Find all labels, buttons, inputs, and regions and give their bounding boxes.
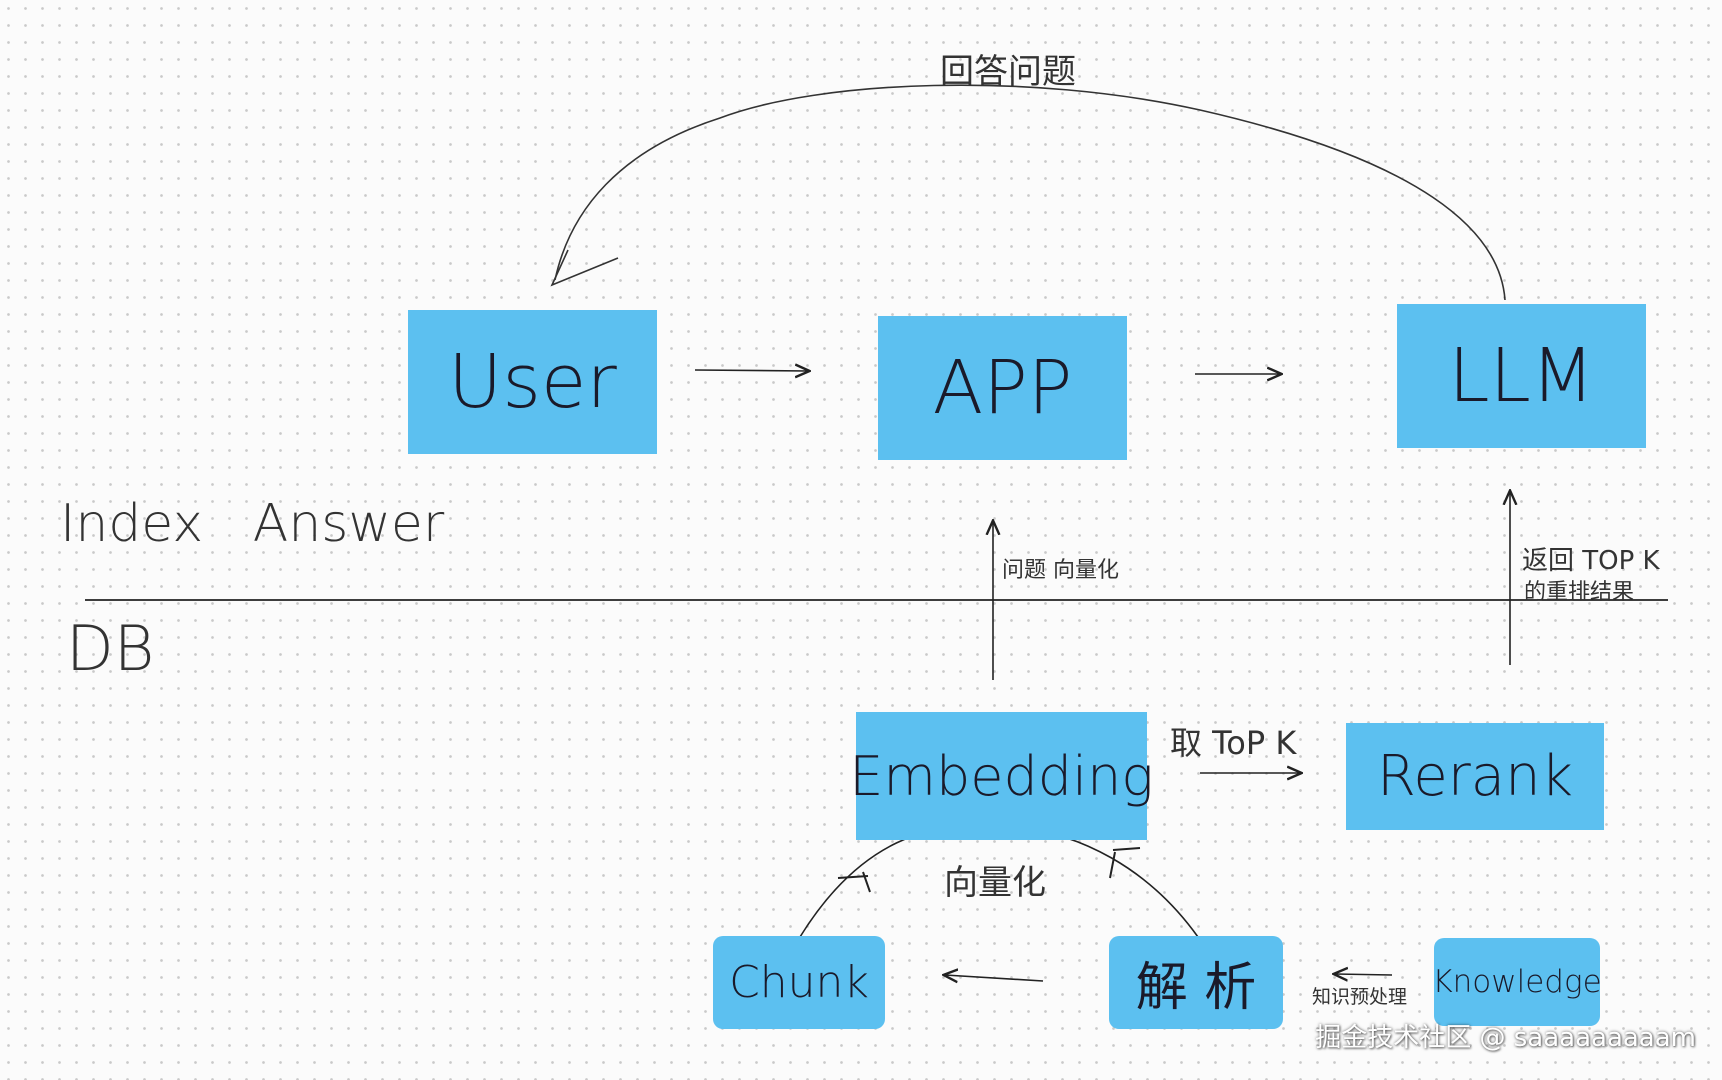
vectorize-tick-right <box>1109 847 1141 879</box>
return-topk-label-1: 返回 TOP K <box>1522 546 1660 576</box>
parse-box-label: 解 析 <box>1135 958 1257 1018</box>
answer-arc <box>554 84 1506 301</box>
take-topk-label: 取 ToP K <box>1170 724 1297 762</box>
arrow-knowledge-parse <box>1335 974 1393 975</box>
question-vectorize-label: 问题 向量化 <box>1002 558 1119 583</box>
chunk-box-label: Chunk <box>729 957 869 1008</box>
llm-box-label: LLM <box>1448 333 1595 419</box>
embedding-box-label: Embedding <box>849 744 1154 808</box>
rerank-box: Rerank <box>1346 723 1604 830</box>
llm-box: LLM <box>1397 304 1646 448</box>
index-answer-label: Index Answer <box>60 494 445 554</box>
return-topk-label-2: 的重排结果 <box>1524 580 1635 605</box>
knowledge-box-label: Knowledge <box>1432 964 1602 1000</box>
chunk-box: Chunk <box>713 936 885 1029</box>
parse-box: 解 析 <box>1109 936 1283 1029</box>
vectorize-label: 向量化 <box>944 863 1046 903</box>
app-box-label: APP <box>932 345 1073 431</box>
rerank-box-label: Rerank <box>1376 744 1574 809</box>
answer-question-label: 回答问题 <box>940 52 1076 92</box>
watermark: 掘金技术社区 @ saaaaaaaaam <box>1315 1023 1696 1053</box>
user-box: User <box>408 310 657 454</box>
vectorize-tick-left <box>837 871 871 893</box>
db-label: DB <box>66 612 155 685</box>
answer-arrowhead <box>550 249 619 287</box>
arrow-user-app <box>694 370 808 371</box>
user-box-label: User <box>448 339 617 425</box>
arrow-parse-chunk <box>945 975 1044 981</box>
knowledge-box: Knowledge <box>1432 938 1602 1026</box>
app-box: APP <box>878 316 1127 460</box>
embedding-box: Embedding <box>849 712 1154 840</box>
knowledge-preprocess-label: 知识预处理 <box>1312 986 1408 1008</box>
